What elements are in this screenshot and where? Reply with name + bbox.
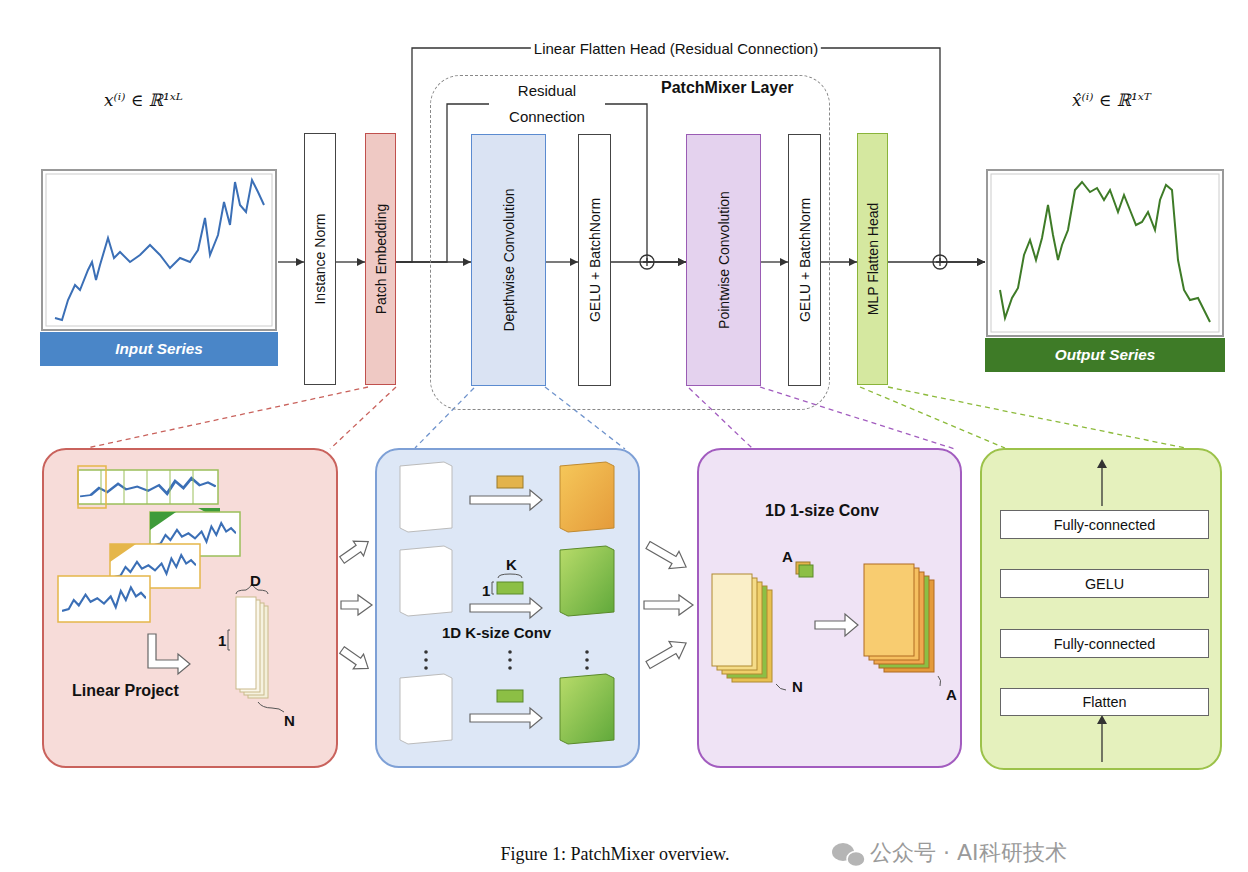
node-label: 1D K-size Conv xyxy=(442,624,551,641)
node-label: Instance Norm xyxy=(312,213,328,304)
node-label: Output Series xyxy=(985,338,1225,372)
node-label: PatchMixer Layer xyxy=(661,79,794,97)
node-label: 1 xyxy=(218,632,226,649)
layer-box: GELU xyxy=(1000,569,1209,598)
process-box: GELU + BatchNorm xyxy=(578,134,611,386)
node-label: N xyxy=(792,678,803,695)
node-label: N xyxy=(284,712,295,729)
series-panel: Output Series xyxy=(985,168,1225,372)
node-label: 1D 1-size Conv xyxy=(765,502,879,520)
connector xyxy=(278,261,304,262)
node-label: A xyxy=(782,548,793,565)
node-label: Depthwise Convolution xyxy=(501,188,517,331)
layer-box: Flatten xyxy=(1000,688,1209,716)
node-label: 1 xyxy=(482,582,490,599)
node-label: Input Series xyxy=(40,332,278,366)
node-label: D xyxy=(250,572,261,589)
node-label: Linear Project xyxy=(72,682,179,700)
process-box: Patch Embedding xyxy=(365,133,396,385)
process-box: GELU + BatchNorm xyxy=(788,134,821,386)
flow-arrow xyxy=(341,595,372,615)
zoom-line xyxy=(689,388,752,448)
process-box: Pointwise Convolution xyxy=(686,134,761,386)
wechat-icon xyxy=(832,843,865,867)
layer-box: Fully-connected xyxy=(1000,510,1209,539)
detail-panel: D 1Linear ProjectN xyxy=(42,448,338,768)
node-label: Pointwise Convolution xyxy=(716,191,732,329)
edge-label: Residual Connection xyxy=(489,78,605,130)
zoom-lines xyxy=(330,387,1190,449)
figure-caption: Figure 1: PatchMixer overview. xyxy=(501,844,730,865)
flow-arrow xyxy=(644,595,693,615)
detail-panel: 1D 1-size ConvA N A xyxy=(697,448,962,768)
input-curve xyxy=(55,180,264,320)
node-label: GELU + BatchNorm xyxy=(587,198,603,322)
connector xyxy=(546,261,578,262)
series-panel: Input Series xyxy=(40,168,278,366)
connector xyxy=(761,261,788,262)
edge-label: Linear Flatten Head (Residual Connection… xyxy=(531,40,821,57)
zoom-line xyxy=(860,387,1005,448)
node-label: Flatten xyxy=(1001,694,1208,710)
node-label: GELU + BatchNorm xyxy=(797,198,813,322)
node-label: GELU xyxy=(1001,576,1208,592)
node-label: Fully-connected xyxy=(1001,636,1208,652)
zoom-line xyxy=(415,388,474,448)
process-box: Depthwise Convolution xyxy=(471,134,546,386)
detail-panel: K1 1D K-size Conv xyxy=(375,448,640,768)
node-label: K xyxy=(506,556,517,573)
node-label: Patch Embedding xyxy=(373,204,389,315)
node-label: Fully-connected xyxy=(1001,517,1208,533)
layer-box: Fully-connected xyxy=(1000,629,1209,658)
node-label: MLP Flatten Head xyxy=(865,203,881,316)
process-box: Instance Norm xyxy=(304,133,336,385)
watermark: 公众号 · AI科研技术 xyxy=(870,838,1067,868)
math-label: x⁽ⁱ⁾ ∈ ℝ¹ˣᴸ xyxy=(104,90,183,110)
process-box: MLP Flatten Head xyxy=(857,133,888,385)
connector xyxy=(336,261,365,262)
plot-frame xyxy=(42,170,276,330)
detail-panel: Fully-connectedGELUFully-connectedFlatte… xyxy=(980,448,1222,770)
node-label: A xyxy=(946,686,957,703)
connector xyxy=(821,261,857,262)
plot-frame xyxy=(987,170,1223,336)
output-curve xyxy=(1000,182,1210,322)
zoom-line xyxy=(87,387,368,448)
math-label: x̂⁽ⁱ⁾ ∈ ℝ¹ˣᵀ xyxy=(1072,90,1151,110)
